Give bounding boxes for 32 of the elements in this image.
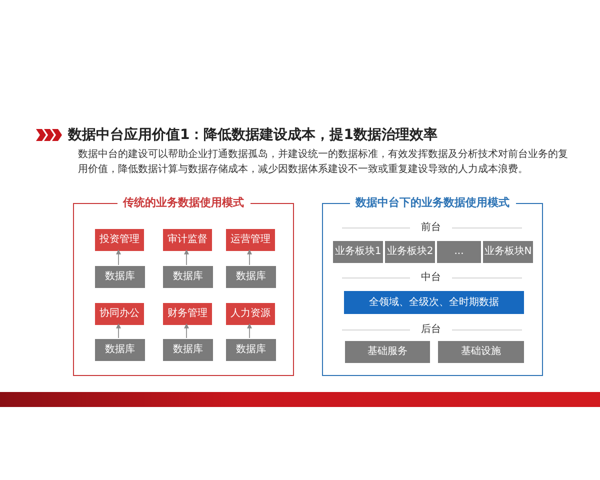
data-box: 业务板块N: [483, 241, 533, 263]
arrow: [184, 249, 189, 266]
module-box: 人力资源: [226, 303, 275, 325]
panel-heading: 数据中台下的业务数据使用模式: [350, 196, 516, 210]
data-box: 数据库: [95, 266, 145, 288]
data-box: 基础服务: [345, 341, 430, 363]
tier-label: 后台: [420, 324, 442, 336]
arrow: [247, 323, 252, 338]
arrow: [184, 323, 189, 338]
arrow: [116, 249, 121, 266]
module-box: 审计监督: [163, 229, 212, 251]
module-box: 财务管理: [163, 303, 212, 325]
data-layer-box: 全领域、全级次、全时期数据: [344, 291, 524, 314]
data-box: 业务板块1: [333, 241, 383, 263]
tier-label: 中台: [420, 272, 442, 284]
description-paragraph: 数据中台的建设可以帮助企业打通数据孤岛，并建设统一的数据标准，有效发挥数据及分析技术对前台业务的复用价值，降低数据计算与数据存储成本，减少因数据体系建设不一致或重复建设导致的人力成本浪费。: [78, 148, 568, 177]
module-box: 协同办公: [95, 303, 144, 325]
module-box: 运营管理: [226, 229, 275, 251]
data-box: ...: [437, 241, 481, 263]
module-box: 投资管理: [95, 229, 144, 251]
data-box: 数据库: [226, 266, 276, 288]
panel-heading: 传统的业务数据使用模式: [117, 196, 250, 210]
arrow: [247, 249, 252, 266]
data-box: 数据库: [95, 339, 145, 361]
tier-label: 前台: [420, 222, 442, 234]
arrow: [116, 323, 121, 338]
data-box: 基础设施: [438, 341, 524, 363]
data-box: 数据库: [226, 339, 276, 361]
data-box: 数据库: [163, 339, 213, 361]
data-box: 数据库: [163, 266, 213, 288]
slide-title: 数据中台应用价值1：降低数据建设成本，提1数据治理效率: [68, 126, 438, 144]
data-box: 业务板块2: [385, 241, 435, 263]
